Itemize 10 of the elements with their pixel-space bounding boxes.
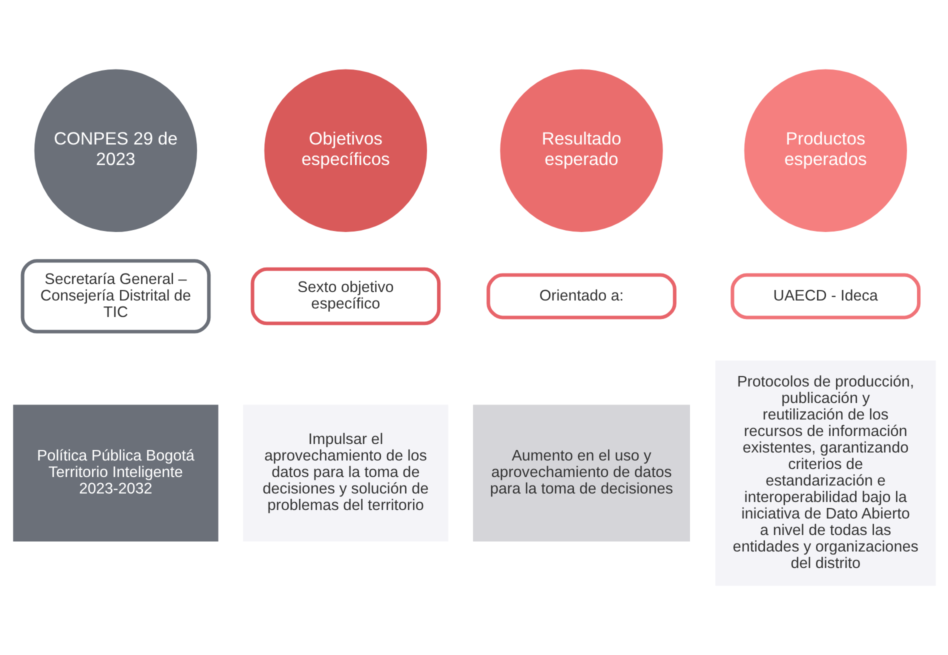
node-box: UAECD - Ideca <box>730 273 920 320</box>
node-box: Orientado a: <box>486 273 676 320</box>
node-box: Política Pública Bogotá Territorio Inteligente 2023-2032 <box>12 404 218 542</box>
node-box: Secretaría General – Consejería Distrital de TIC <box>20 259 210 334</box>
node-circle: Productos esperados <box>744 69 906 232</box>
node-box: Aumento en el uso y aprovechamiento de datos para la toma de decisiones <box>472 404 690 542</box>
node-circle: CONPES 29 de 2023 <box>34 69 197 232</box>
node-box: Sexto objetivo específico <box>250 267 440 326</box>
node-circle: Objetivos específicos <box>264 69 427 232</box>
node-circle: Resultado esperado <box>500 69 662 232</box>
